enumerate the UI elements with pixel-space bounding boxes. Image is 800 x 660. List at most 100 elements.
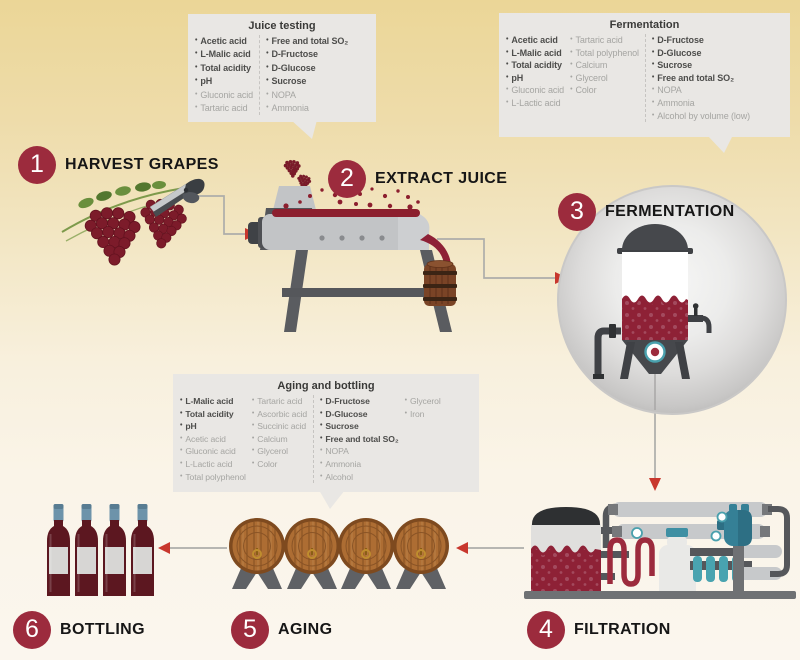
bullet-icon: •: [651, 48, 655, 56]
chem-item: •pH: [180, 420, 246, 433]
chem-item: •NOPA: [266, 89, 348, 102]
bullet-icon: •: [180, 397, 183, 404]
chem-item-label: Alcohol: [325, 471, 353, 482]
chem-item-label: Tartaric acid: [200, 103, 248, 114]
step-label: FERMENTATION: [605, 203, 735, 220]
chem-item: •Gluconic acid: [506, 84, 564, 97]
step-label: FILTRATION: [574, 621, 671, 638]
callout-juice-testing: Juice testing •Acetic acid•L-Malic acid•…: [188, 14, 376, 122]
tank-inlet-pipe-icon: [594, 327, 621, 376]
chem-item: •Sucrose: [266, 75, 348, 88]
chem-item: •Tartaric acid: [252, 395, 307, 408]
bullet-icon: •: [506, 61, 509, 69]
chem-item: •Free and total SO₂: [320, 433, 399, 446]
chem-item-label: Glycerol: [409, 396, 441, 406]
wine-bottle-icon: [103, 504, 126, 596]
chem-item: •Acetic acid: [195, 35, 253, 48]
chem-item: •Tartaric acid: [195, 102, 253, 115]
chem-column: •D-Fructose•D-Glucose•Sucrose•Free and t…: [313, 395, 399, 484]
bullet-icon: •: [506, 36, 509, 43]
chem-item-label: Gluconic acid: [185, 446, 236, 457]
filtration-system-graphic: [524, 502, 796, 599]
chem-column: •Acetic acid•L-Malic acid•Total acidity•…: [195, 35, 253, 115]
chem-item: •Alcohol by volume (low): [652, 110, 750, 123]
chem-item-label: NOPA: [271, 89, 296, 100]
step-label: EXTRACT JUICE: [375, 170, 508, 187]
bullet-icon: •: [266, 90, 269, 98]
chem-item: •Ammonia: [652, 97, 750, 110]
chem-item-label: L-Lactic acid: [511, 97, 561, 108]
chem-item: •Free and total SO₂: [652, 72, 750, 85]
bullet-icon: •: [651, 111, 655, 119]
chem-item-label: Free and total SO₂: [657, 72, 734, 83]
chem-item-label: Color: [257, 458, 278, 469]
callout-title: Juice testing: [248, 20, 316, 32]
chem-column: •Glycerol•Iron: [405, 395, 441, 420]
chem-item: •Total acidity: [180, 408, 246, 421]
chem-item-label: Acetic acid: [185, 433, 226, 444]
chem-item-label: pH: [200, 76, 213, 87]
chem-item-label: Gluconic acid: [511, 85, 565, 96]
bullet-icon: •: [195, 63, 198, 71]
bullet-icon: •: [404, 397, 407, 404]
chem-item-label: Ammonia: [325, 458, 362, 469]
bullet-icon: •: [404, 409, 407, 417]
bullet-icon: •: [320, 409, 323, 417]
arrow-to-filtration-icon: [649, 478, 661, 491]
step-marker-filtration: 4 FILTRATION: [527, 611, 671, 649]
bullet-icon: •: [651, 98, 655, 106]
tank-dome-icon: [622, 224, 688, 250]
chem-column: •D-Fructose•D-Glucose•Sucrose•Free and t…: [644, 34, 750, 123]
chem-item-label: Succinic acid: [257, 421, 307, 432]
chem-item: •L-Malic acid: [195, 48, 253, 61]
barrel-stands-icon: [232, 566, 446, 589]
bullet-icon: •: [570, 36, 573, 43]
chem-item: •D-Fructose: [652, 34, 750, 47]
wine-bottles-graphic: [47, 504, 154, 596]
chem-item-label: D-Fructose: [657, 35, 704, 45]
small-barrel-icon: [423, 260, 457, 306]
chem-item-label: Glycerol: [575, 72, 608, 83]
chem-item: •Color: [570, 84, 639, 97]
chem-item: •Color: [252, 458, 307, 471]
crusher-machine-graphic: [248, 159, 457, 332]
chem-item-label: D-Glucose: [657, 47, 702, 58]
chem-item-label: NOPA: [657, 85, 682, 96]
chem-item: •Iron: [405, 408, 441, 421]
falling-grapes-icon: [283, 159, 301, 178]
chem-item-label: Color: [575, 85, 597, 96]
bullet-icon: •: [180, 459, 183, 467]
chem-item-label: Ammonia: [271, 103, 309, 114]
chem-item: •L-Malic acid: [506, 47, 564, 60]
chem-item-label: Total polyphenol: [575, 47, 639, 58]
bullet-icon: •: [195, 50, 198, 58]
chem-item: •Glycerol: [405, 395, 441, 408]
chem-item: •pH: [195, 75, 253, 88]
chem-item-label: Tartaric acid: [575, 35, 623, 45]
chem-item: •Total polyphenol: [180, 471, 246, 484]
white-vessel-icon: [659, 528, 696, 591]
callout-fermentation: Fermentation •Acetic acid•L-Malic acid•T…: [499, 13, 790, 137]
wine-bottle-icon: [47, 504, 70, 596]
chem-item: •Alcohol: [320, 471, 399, 484]
bullet-icon: •: [180, 409, 183, 417]
chem-column: •Tartaric acid•Ascorbic acid•Succinic ac…: [252, 395, 307, 471]
chem-item: •Tartaric acid: [570, 34, 639, 47]
bullet-icon: •: [506, 86, 509, 94]
pressure-gauges-icon: [631, 511, 728, 542]
step-marker-bottling: 6 BOTTLING: [13, 611, 145, 649]
chem-item-label: D-Fructose: [271, 49, 318, 60]
step-number-badge: 6: [13, 611, 51, 649]
bullet-icon: •: [320, 459, 323, 467]
bullet-icon: •: [251, 409, 255, 417]
callout-tail-fermentation: [707, 135, 733, 153]
oak-barrel-icon: [284, 518, 340, 574]
bullet-icon: •: [320, 422, 323, 430]
step-marker-aging: 5 AGING: [231, 611, 332, 649]
step-label: HARVEST GRAPES: [65, 156, 219, 173]
chem-item: •Glycerol: [570, 72, 639, 85]
bullet-icon: •: [251, 447, 255, 455]
bullet-icon: •: [506, 48, 509, 56]
chem-item-label: D-Glucose: [325, 408, 368, 419]
